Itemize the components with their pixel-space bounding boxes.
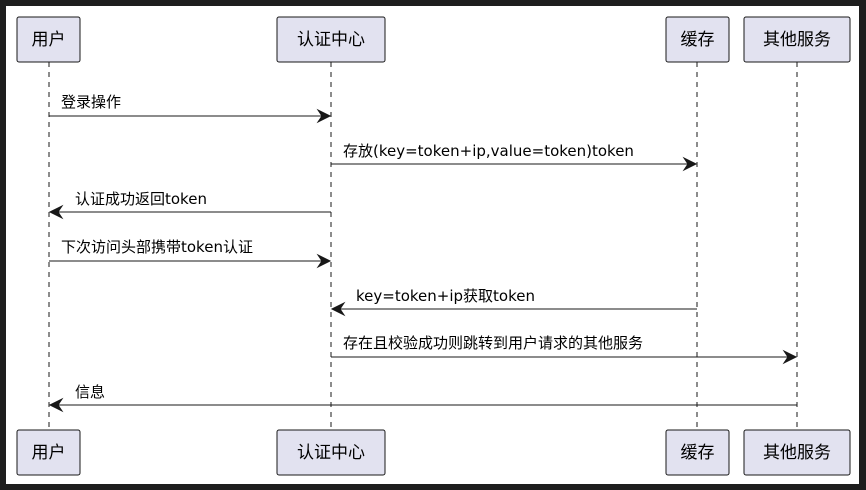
message-label: 认证成功返回token [75, 190, 207, 208]
diagram-frame: 用户 认证中心 缓存 其他服务 用户 认证中心 缓存 其他服务 [6, 6, 859, 484]
message-label: 存在且校验成功则跳转到用户请求的其他服务 [343, 334, 643, 352]
arrow-head-left-icon [48, 397, 64, 413]
arrow-head-right-icon [316, 108, 332, 124]
participant-other-top: 其他服务 [743, 16, 851, 63]
message-label: key=token+ip获取token [356, 287, 535, 305]
participant-label: 用户 [32, 30, 66, 50]
message-next-request: 下次访问头部携带token认证 [49, 238, 332, 269]
participant-auth-top: 认证中心 [276, 16, 386, 63]
participant-label: 认证中心 [297, 443, 365, 463]
participant-label: 缓存 [681, 30, 715, 50]
message-label: 下次访问头部携带token认证 [61, 238, 253, 256]
participant-label: 其他服务 [763, 30, 831, 50]
arrow-head-right-icon [682, 156, 698, 172]
message-info: 信息 [48, 383, 797, 413]
message-label: 登录操作 [61, 93, 121, 111]
participant-label: 用户 [32, 443, 66, 463]
participant-auth-bottom: 认证中心 [276, 429, 386, 476]
participant-other-bottom: 其他服务 [743, 429, 851, 476]
participant-label: 认证中心 [297, 30, 365, 50]
message-forward: 存在且校验成功则跳转到用户请求的其他服务 [331, 334, 798, 365]
message-login: 登录操作 [49, 93, 332, 124]
participant-label: 其他服务 [763, 443, 831, 463]
message-store-token: 存放(key=token+ip,value=token)token [331, 142, 698, 172]
participant-label: 缓存 [681, 443, 715, 463]
arrow-head-right-icon [782, 349, 798, 365]
participant-user-bottom: 用户 [16, 429, 81, 476]
arrow-head-left-icon [48, 204, 64, 220]
participant-cache-bottom: 缓存 [665, 429, 730, 476]
message-auth-success: 认证成功返回token [48, 190, 331, 220]
message-get-token: key=token+ip获取token [330, 287, 697, 317]
sequence-diagram: 用户 认证中心 缓存 其他服务 用户 认证中心 缓存 其他服务 [16, 16, 851, 476]
participant-cache-top: 缓存 [665, 16, 730, 63]
message-label: 存放(key=token+ip,value=token)token [343, 142, 634, 160]
participant-user-top: 用户 [16, 16, 81, 63]
message-label: 信息 [75, 383, 105, 401]
arrow-head-left-icon [330, 301, 346, 317]
arrow-head-right-icon [316, 253, 332, 269]
